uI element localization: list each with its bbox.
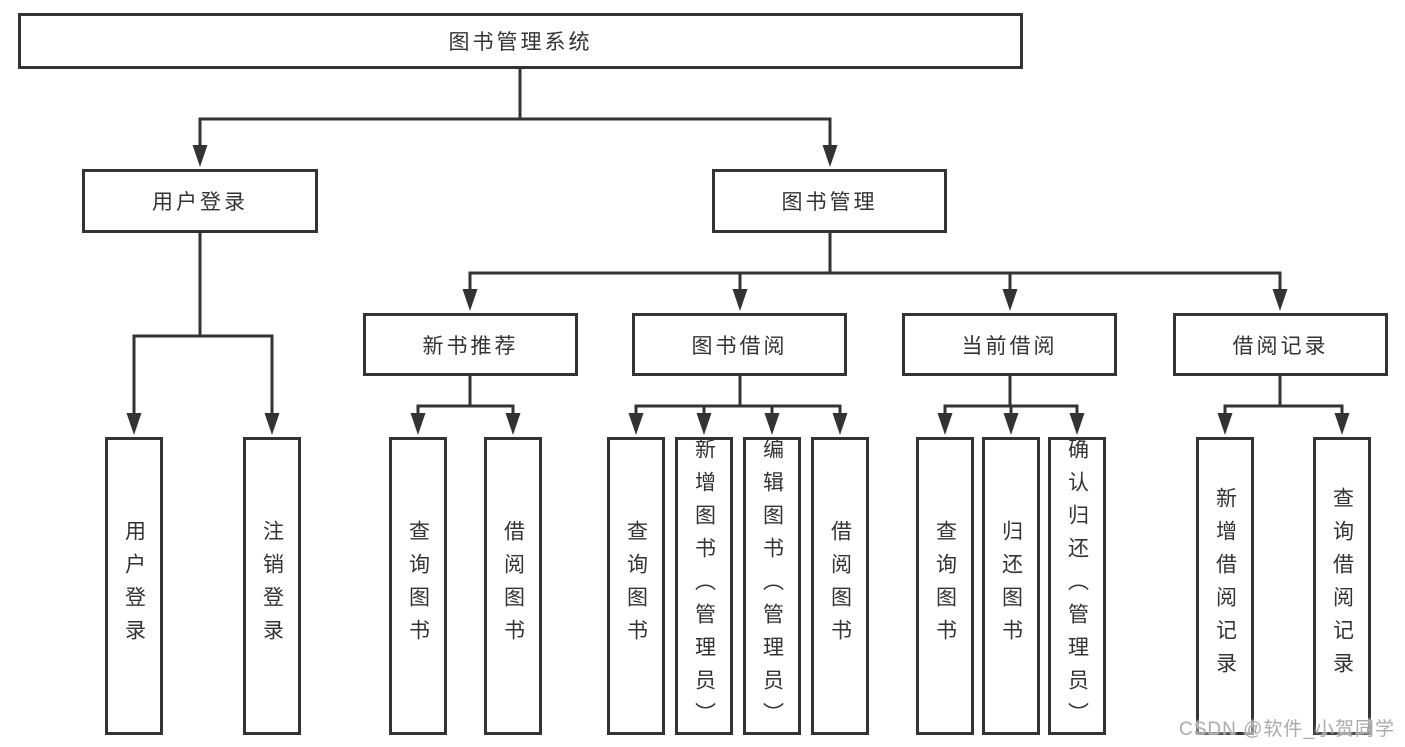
node-current-borrowing: 当前借阅 [902, 313, 1117, 376]
node-borrowing-add-books-admin: 新增图书（管理员） [675, 437, 733, 735]
node-label: 图书管理系统 [448, 31, 593, 54]
node-label: 借阅图书 [828, 520, 852, 652]
node-borrowing-query-books: 查询图书 [607, 437, 665, 735]
node-label: 借阅记录 [1232, 334, 1329, 358]
node-newrec-query-books: 查询图书 [389, 437, 447, 735]
node-label: 新增图书（管理员） [692, 437, 716, 735]
node-label: 图书管理 [781, 191, 878, 214]
node-label: 借阅图书 [501, 520, 525, 652]
node-label: 注销登录 [260, 520, 284, 652]
node-label: 归还图书 [999, 520, 1023, 652]
csdn-watermark: CSDN @软件_小贺同学 [1179, 719, 1395, 740]
node-book-borrowing: 图书借阅 [632, 313, 847, 376]
node-label: 用户登录 [122, 520, 146, 652]
node-label: 图书借阅 [691, 334, 788, 358]
edge-current-to-children [937, 376, 1085, 435]
node-label: 查询借阅记录 [1330, 487, 1354, 685]
edge-root-to-level2 [192, 69, 838, 167]
node-borrowing-edit-books-admin: 编辑图书（管理员） [743, 437, 801, 735]
node-library-management-system: 图书管理系统 [18, 13, 1023, 69]
node-current-return-books: 归还图书 [982, 437, 1040, 735]
node-current-confirm-return-admin: 确认归还（管理员） [1048, 437, 1106, 735]
node-newrec-borrow-books: 借阅图书 [484, 437, 542, 735]
node-user-login: 用户登录 [82, 169, 318, 233]
node-label: 确认归还（管理员） [1065, 437, 1089, 735]
node-leaf-user-login: 用户登录 [105, 437, 163, 735]
node-borrowing-records: 借阅记录 [1173, 313, 1388, 376]
edge-borrowing-to-children [628, 376, 848, 435]
node-leaf-logout: 注销登录 [243, 437, 301, 735]
edge-book-mgmt-to-level3 [462, 233, 1288, 311]
node-current-query-books: 查询图书 [916, 437, 974, 735]
edge-records-to-children [1217, 376, 1350, 435]
node-records-query-borrow-record: 查询借阅记录 [1313, 437, 1371, 735]
edge-user-login-to-children [126, 233, 280, 435]
node-label: 当前借阅 [961, 334, 1058, 358]
node-label: 用户登录 [152, 191, 248, 214]
node-label: 查询图书 [933, 520, 957, 652]
edge-new-rec-to-children [410, 376, 521, 435]
node-label: 新增借阅记录 [1213, 487, 1237, 685]
node-borrowing-borrow-books: 借阅图书 [811, 437, 869, 735]
node-label: 编辑图书（管理员） [760, 437, 784, 735]
node-new-book-recommend: 新书推荐 [363, 313, 578, 376]
node-records-add-borrow-record: 新增借阅记录 [1196, 437, 1254, 735]
node-label: 新书推荐 [422, 334, 519, 358]
node-label: 查询图书 [624, 520, 648, 652]
node-book-management: 图书管理 [712, 169, 947, 233]
node-label: 查询图书 [406, 520, 430, 652]
